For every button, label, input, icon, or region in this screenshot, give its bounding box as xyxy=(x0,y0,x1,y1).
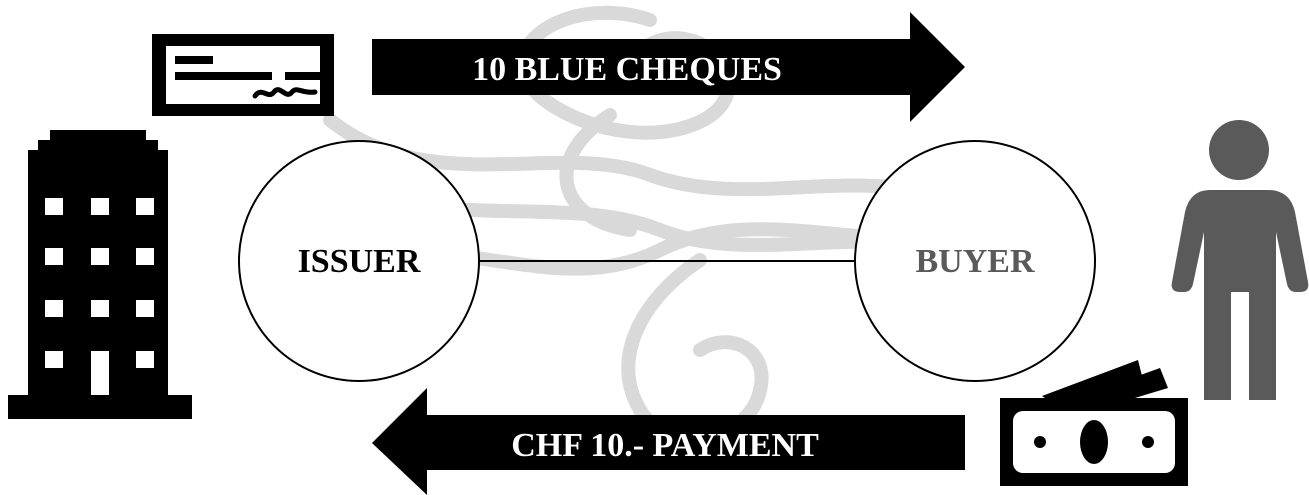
person-icon xyxy=(1171,120,1309,400)
buyer-label: BUYER xyxy=(915,243,1034,280)
issuer-label: ISSUER xyxy=(298,243,421,280)
payment-arrow: CHF 10.- PAYMENT xyxy=(372,388,965,495)
banknotes-icon xyxy=(1000,360,1188,486)
building-icon xyxy=(8,130,192,419)
cheques-arrow: 10 BLUE CHEQUES xyxy=(372,12,965,122)
cheque-icon xyxy=(152,34,334,116)
cheques-arrow-label: 10 BLUE CHEQUES xyxy=(472,51,782,88)
payment-arrow-label: CHF 10.- PAYMENT xyxy=(511,427,819,464)
issuer-node xyxy=(238,140,480,382)
buyer-node xyxy=(854,140,1096,382)
